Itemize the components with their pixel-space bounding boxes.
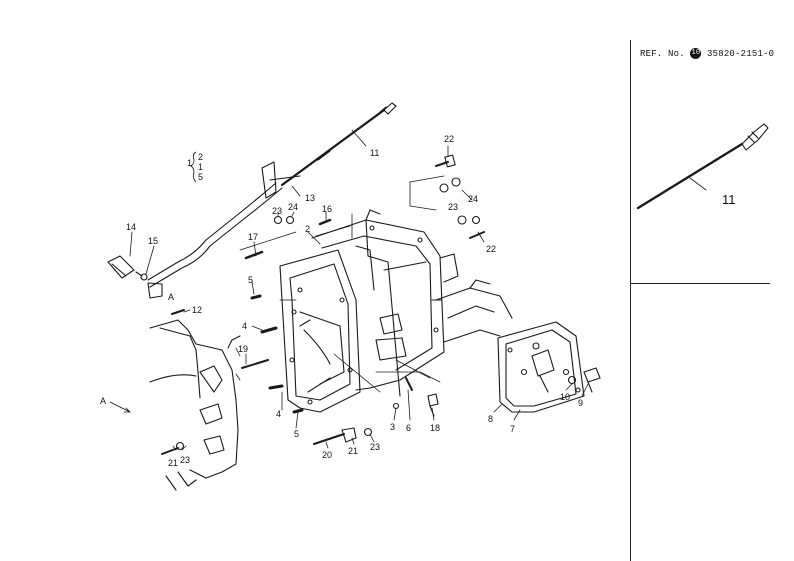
callout-21-center: 21 [348, 446, 358, 456]
housing-background-right [435, 279, 513, 343]
callout-5-lower: 5 [294, 429, 299, 439]
dowel-pins-4-5 [250, 294, 304, 414]
pin-17 [244, 250, 264, 260]
callout-23-top: 23 [272, 206, 282, 216]
callout-1: 1 [187, 158, 192, 168]
callout-6: 6 [406, 423, 411, 433]
callout-5-upper: 5 [248, 275, 253, 285]
transmission-case-front [279, 249, 361, 413]
stud-20-bolt-21 [313, 427, 373, 445]
callout-22-top: 22 [444, 134, 454, 144]
bolt-22-top [435, 154, 456, 168]
callout-11: 11 [370, 148, 379, 158]
callout-7: 7 [510, 424, 515, 434]
washers-23-24-right [439, 177, 485, 239]
callout-5-group: 5 [198, 172, 203, 182]
horizontal-divider [630, 283, 770, 284]
callout-4-upper: 4 [242, 321, 247, 331]
callout-14: 14 [126, 222, 136, 232]
reference-circle-marker: 10 [690, 48, 702, 59]
side-cover [497, 321, 585, 413]
callout-21-left: 21 [168, 458, 178, 468]
callout-15: 15 [148, 236, 158, 246]
screw-12 [171, 309, 185, 315]
marker-a-lower: A [100, 396, 106, 406]
bolt-21-23-left [161, 441, 185, 455]
spring-6 [405, 377, 413, 391]
drain-cock [107, 255, 163, 299]
transmission-case-rear [311, 209, 459, 397]
callout-20: 20 [322, 450, 332, 460]
dipstick-detail-view [636, 123, 769, 210]
dipstick-rod [280, 102, 397, 187]
reference-code: 35820-2151-0 [707, 48, 775, 59]
callout-2-group: 2 [198, 152, 203, 162]
callout-23-center: 23 [370, 442, 380, 452]
callout-23-left: 23 [180, 455, 190, 465]
callout-18: 18 [430, 423, 440, 433]
callout-17: 17 [248, 232, 258, 242]
callout-2: 2 [305, 224, 310, 234]
guide-tube [147, 161, 301, 288]
callout-10: 10 [560, 392, 570, 402]
callout-4-lower: 4 [276, 409, 281, 419]
callout-16: 16 [322, 204, 332, 214]
callout-8: 8 [488, 414, 493, 424]
callout-13: 13 [305, 193, 315, 203]
stud-19 [241, 359, 269, 369]
callout-12: 12 [192, 305, 202, 315]
callout-23-right: 23 [448, 202, 458, 212]
callout-9: 9 [578, 398, 583, 408]
marker-a-upper: A [168, 292, 174, 302]
reference-number: REF. No. 10 35820-2151-0 [640, 48, 774, 59]
reference-prefix: REF. No. [640, 48, 685, 59]
callout-19: 19 [238, 344, 248, 354]
leader-lines [109, 129, 707, 451]
callout-labels: 11 13 22 23 24 22 23 24 16 2 17 5 4 19 4… [100, 134, 736, 468]
callout-24-right: 24 [468, 194, 478, 204]
group-brace [190, 151, 197, 183]
cover-bolt [567, 367, 601, 393]
callout-3: 3 [390, 422, 395, 432]
callout-1-group: 1 [198, 162, 203, 172]
washers-23-24-top [273, 215, 295, 225]
callout-22-right: 22 [486, 244, 496, 254]
main-housing-left [149, 319, 241, 491]
callout-11-detail: 11 [722, 192, 736, 207]
vertical-divider [630, 40, 631, 561]
bolt-16 [318, 218, 332, 226]
callout-24-top: 24 [288, 202, 298, 212]
